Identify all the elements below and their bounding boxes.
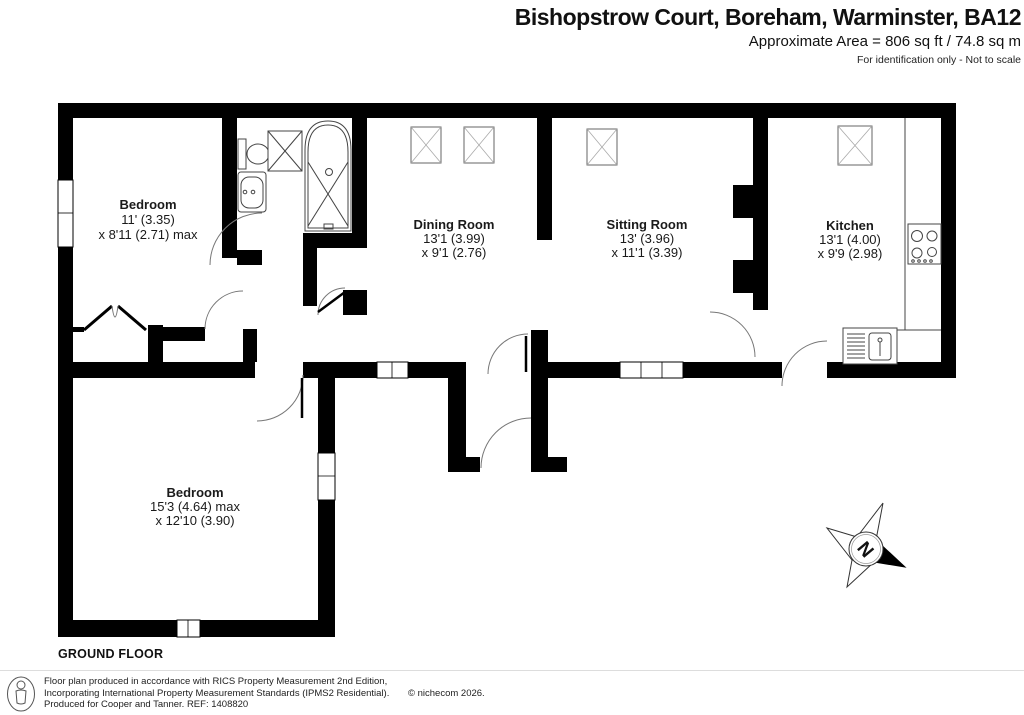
sink-icon (842, 327, 898, 365)
rooflight-icon (837, 125, 873, 166)
room-dim: x 9'1 (2.76) (422, 245, 487, 260)
kitchen-fixtures (842, 118, 942, 365)
door-arc (204, 290, 244, 330)
door-arc (781, 340, 828, 387)
room-dim: x 9'9 (2.98) (818, 246, 883, 261)
room-name: Dining Room (414, 217, 495, 232)
room-name: Bedroom (119, 197, 176, 212)
room-label-bedroom2: Bedroom 15'3 (4.64) max x 12'10 (3.90) (150, 485, 240, 528)
scale-disclaimer: For identification only - Not to scale (857, 53, 1021, 66)
rics-person-icon (7, 676, 35, 712)
interior-walls (73, 118, 768, 362)
rooflight-icon (410, 126, 442, 164)
bifold-door-icon (83, 304, 147, 332)
room-dim: 13'1 (3.99) (423, 231, 485, 246)
footer-line2-row: Incorporating International Property Mea… (44, 688, 485, 700)
room-label-kitchen: Kitchen 13'1 (4.00) x 9'9 (2.98) (818, 218, 883, 261)
room-dim: x 12'10 (3.90) (155, 513, 234, 528)
document-header: Bishopstrow Court, Boreham, Warminster, … (514, 4, 1022, 66)
windows (57, 179, 684, 638)
rooflights (410, 125, 873, 166)
window (57, 179, 74, 248)
room-label-dining-room: Dining Room 13'1 (3.99) x 9'1 (2.76) (414, 217, 495, 260)
room-name: Sitting Room (607, 217, 688, 232)
floor-label: GROUND FLOOR (58, 647, 164, 661)
room-dim: 13'1 (4.00) (819, 232, 881, 247)
window (619, 361, 684, 379)
footer-line1: Floor plan produced in accordance with R… (44, 676, 388, 687)
room-dim: x 8'11 (2.71) max (98, 227, 198, 242)
footer-text: Floor plan produced in accordance with R… (44, 676, 485, 711)
basin-icon (237, 171, 267, 213)
approximate-area: Approximate Area = 806 sq ft / 74.8 sq m (748, 33, 1021, 51)
exterior-walls (58, 103, 956, 637)
bathtub-icon (304, 120, 352, 232)
kitchen-counter (897, 118, 941, 331)
rooflight-icon (586, 128, 618, 166)
door-arc (317, 287, 346, 316)
door-arc (209, 212, 263, 266)
toilet-icon (237, 138, 270, 170)
doors (83, 212, 828, 469)
bathroom-fixtures (237, 120, 352, 232)
footer-line3: Produced for Cooper and Tanner. REF: 140… (44, 699, 249, 710)
window (176, 619, 201, 638)
door-arc (709, 311, 756, 358)
room-label-sitting-room: Sitting Room 13' (3.96) x 11'1 (3.39) (607, 217, 688, 260)
room-name: Kitchen (826, 218, 874, 233)
footer-copyright: © nichecom 2026. (407, 687, 485, 699)
room-dim: 11' (3.35) (121, 212, 175, 227)
footer: Floor plan produced in accordance with R… (6, 676, 485, 712)
window (317, 452, 336, 501)
room-dim: 13' (3.96) (620, 231, 675, 246)
door-arc (256, 374, 304, 422)
shower-icon (267, 130, 303, 172)
room-name: Bedroom (166, 485, 223, 500)
footer-divider (0, 670, 1024, 671)
footer-line2: Incorporating International Property Mea… (44, 687, 390, 699)
page-title: Bishopstrow Court, Boreham, Warminster, … (514, 4, 1022, 30)
window (376, 361, 409, 379)
door-arc (487, 333, 529, 375)
rooflight-icon (463, 126, 495, 164)
door-arc (480, 417, 532, 469)
room-label-bedroom1: Bedroom 11' (3.35) x 8'11 (2.71) max (98, 197, 198, 242)
room-dim: 15'3 (4.64) max (150, 499, 240, 514)
hob-icon (907, 223, 942, 265)
compass-icon: N (825, 502, 907, 589)
room-dim: x 11'1 (3.39) (612, 245, 683, 260)
